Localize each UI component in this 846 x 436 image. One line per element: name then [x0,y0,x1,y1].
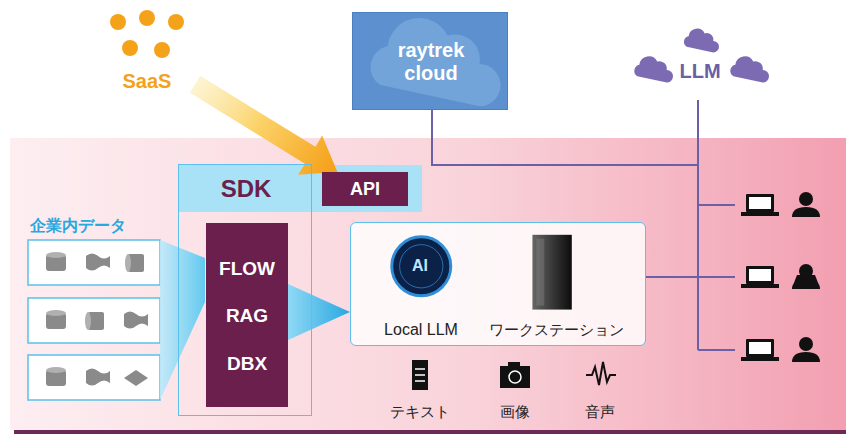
user-icons [741,192,820,362]
media-label: テキスト [390,403,450,420]
diagram-node: API [322,172,408,206]
diagram-node: FLOW RAG DBX [206,223,288,407]
node-text: ワークステーション [489,321,624,338]
node-text: DBX [227,353,267,375]
diagram-node: Local LLM ワークステーション [350,222,646,346]
diagram-node: raytrek cloud [352,12,508,110]
node-text: SaaS [123,70,172,93]
diagram-node: SaaS [100,8,195,102]
node-text: RAG [226,305,268,327]
panel-shadow [14,430,846,434]
data-sources [28,240,160,400]
node-text: API [350,179,380,200]
node-text: LLM [679,60,720,83]
media-label: 音声 [585,403,615,420]
diagram-node: SDK FLOW RAG DBX [178,164,312,416]
data-heading: 企業内データ [30,217,126,235]
data-icons [46,252,148,386]
node-text: SDK [221,175,272,203]
diagram-node: LLM [620,25,780,100]
data-funnel [160,240,205,400]
icon-text: AI [412,257,428,275]
platform-panel [10,138,846,430]
node-text: FLOW [219,258,275,280]
media-icons [412,360,616,390]
block-arrow [190,76,338,175]
node-text: raytrek cloud [384,39,479,85]
flow-wedge [288,284,350,340]
node-text: Local LLM [384,321,458,339]
media-label: 画像 [500,403,530,420]
